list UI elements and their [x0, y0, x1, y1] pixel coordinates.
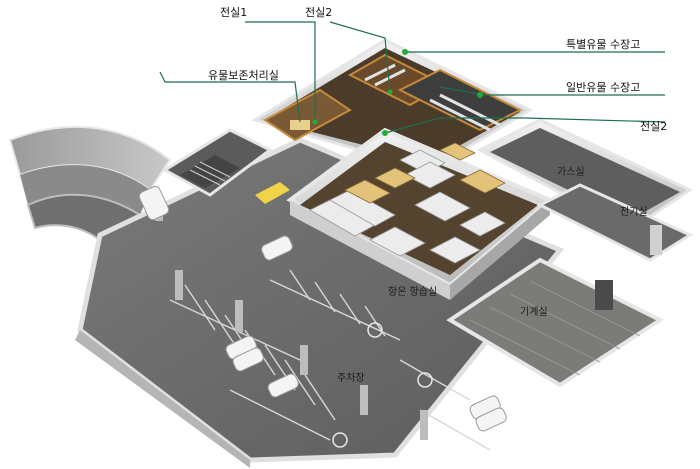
parked-cars: [138, 185, 507, 432]
stair-rooms: [162, 128, 290, 204]
service-rooms: [446, 118, 694, 388]
label-parking: 주차장: [337, 372, 365, 384]
label-electric-room: 전기실: [620, 206, 648, 218]
temp-humidity-room: [286, 127, 554, 300]
marker-dots: [312, 49, 483, 136]
label-special-storage: 특별유물 수장고: [566, 38, 640, 51]
label-exhibit-room-1: 전실1: [220, 6, 247, 19]
label-general-storage: 일반유물 수장고: [566, 80, 640, 94]
label-conservation-room: 유물보존처리실: [208, 69, 279, 82]
entrance-ramp: [8, 125, 172, 242]
label-gas-room: 가스실: [557, 166, 585, 178]
label-exhibit-room-2-top: 전실2: [305, 6, 332, 19]
hazard-stripe: [255, 182, 290, 204]
duct: [595, 280, 613, 310]
label-temp-humidity-room: 항온 항습실: [388, 286, 437, 298]
machine-room-grid: [469, 280, 641, 376]
storage-cabinets: [309, 149, 506, 264]
accessible-parking-icon: [332, 322, 433, 448]
label-exhibit-room-2-right: 전실2: [640, 120, 667, 133]
wooden-shelves: [344, 142, 506, 204]
leader-lines: [159, 21, 666, 134]
storage-shelves: [364, 63, 501, 132]
label-machine-room: 기계실: [520, 306, 548, 318]
